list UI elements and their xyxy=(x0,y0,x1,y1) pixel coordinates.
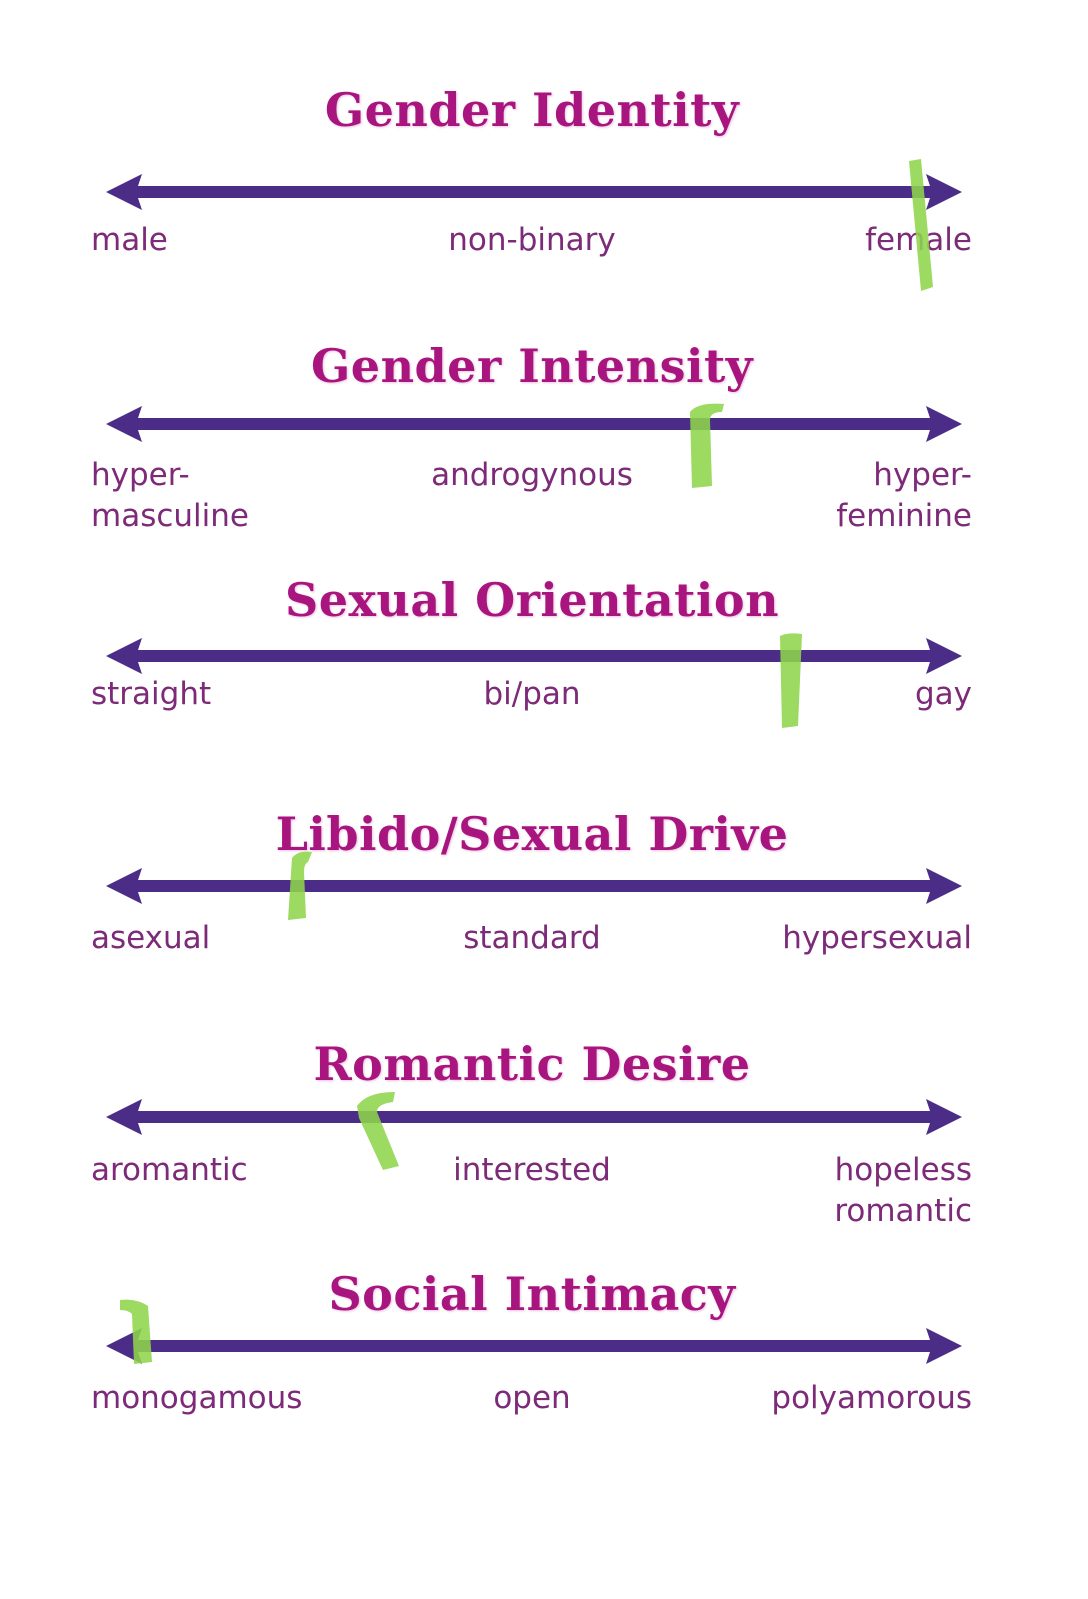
scale-title: Gender Intensity xyxy=(311,339,753,393)
scale-label-center: non-binary xyxy=(448,222,616,258)
double-arrow-line xyxy=(106,174,962,210)
scale-title: Libido/Sexual Drive xyxy=(275,807,789,861)
scale-romantic-desire: Romantic Desire aromantic interested hop… xyxy=(91,1037,972,1229)
arrowhead-right xyxy=(926,638,962,674)
arrowhead-left xyxy=(106,406,142,442)
scale-label-left: male xyxy=(91,222,168,258)
scale-label-left: asexual xyxy=(91,920,211,956)
arrowhead-left xyxy=(106,1328,142,1364)
scale-label-left: straight xyxy=(91,676,212,712)
arrowhead-left xyxy=(106,638,142,674)
scale-label-right: hypersexual xyxy=(782,920,972,956)
scale-axis-arrow xyxy=(104,866,964,906)
arrowhead-left xyxy=(106,868,142,904)
green-marker-stroke xyxy=(287,851,312,920)
double-arrow-line xyxy=(106,638,962,674)
scale-gender-intensity: Gender Intensity hyper- masculine androg… xyxy=(0,0,1088,560)
double-arrow-line xyxy=(106,1328,962,1364)
arrow-shaft xyxy=(134,186,934,198)
scale-label-right: hopeless romantic xyxy=(834,1152,972,1229)
scale-title: Gender Identity xyxy=(324,83,740,137)
arrow-shaft xyxy=(134,418,934,430)
scale-gender-identity: Gender Identity male non-binary female xyxy=(0,0,1088,300)
scale-sexual-orientation: Sexual Orientation straight bi/pan gay xyxy=(0,0,1088,760)
green-marker-stroke xyxy=(780,633,802,728)
scale-label-right: polyamorous xyxy=(771,1380,972,1416)
arrowhead-right xyxy=(926,1328,962,1364)
green-marker-stroke xyxy=(120,1299,153,1364)
green-marker-stroke xyxy=(357,1092,400,1170)
scale-label-center: interested xyxy=(453,1152,611,1188)
arrowhead-left xyxy=(106,1099,142,1135)
double-arrow-line xyxy=(106,868,962,904)
arrow-shaft xyxy=(134,1340,934,1352)
scale-axis-arrow xyxy=(104,636,964,676)
arrow-shaft xyxy=(134,880,934,892)
scale-title: Social Intimacy xyxy=(328,1267,736,1321)
arrow-shaft xyxy=(134,1111,934,1123)
scale-label-center: open xyxy=(493,1380,571,1416)
arrow-shaft xyxy=(134,650,934,662)
arrowhead-right xyxy=(926,174,962,210)
double-arrow-line xyxy=(106,406,962,442)
arrowhead-left xyxy=(106,174,142,210)
scale-libido-sexual-drive: Libido/Sexual Drive asexual standard hyp… xyxy=(91,807,972,956)
scale-title: Sexual Orientation xyxy=(284,573,780,627)
scale-label-right: gay xyxy=(914,676,972,712)
scale-label-right: hyper- feminine xyxy=(836,457,972,534)
scale-label-left: monogamous xyxy=(91,1380,303,1416)
scale-label-center: bi/pan xyxy=(483,676,581,712)
scale-social-intimacy: Social Intimacy monogamous open polyamor… xyxy=(91,1267,972,1416)
scale-axis-arrow xyxy=(104,404,964,444)
arrowhead-right xyxy=(926,868,962,904)
double-arrow-line xyxy=(106,1099,962,1135)
scale-axis-arrow xyxy=(104,172,964,212)
scale-axis-arrow xyxy=(104,1326,964,1366)
arrowhead-right xyxy=(926,1099,962,1135)
arrowhead-right xyxy=(926,406,962,442)
scale-label-center: standard xyxy=(463,920,601,956)
green-marker-stroke xyxy=(909,159,933,291)
scale-label-left: aromantic xyxy=(91,1152,248,1188)
scale-axis-arrow xyxy=(104,1097,964,1137)
scale-title: Romantic Desire xyxy=(313,1037,751,1091)
scale-label-center: androgynous xyxy=(431,457,633,493)
scale-label-left: hyper- masculine xyxy=(91,457,249,534)
green-marker-stroke xyxy=(690,403,724,488)
